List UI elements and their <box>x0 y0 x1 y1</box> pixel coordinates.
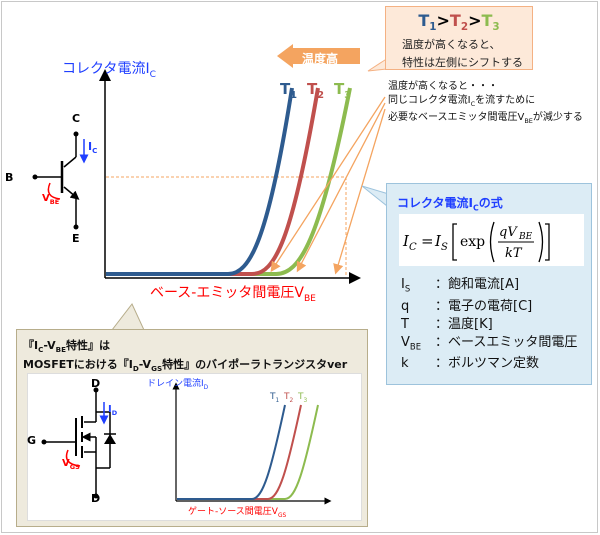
def-is: IS：飽和電流[A] <box>401 277 520 294</box>
mosfet-gate-label: G <box>27 434 37 447</box>
mosfet-source-label: D <box>91 492 101 505</box>
mosfet-drain-label: D <box>91 377 101 390</box>
note-arrow-1 <box>270 96 386 273</box>
small-curve-label-t2: T2 <box>284 392 294 404</box>
top-callout-line2: 特性は左側にシフトする <box>402 56 523 70</box>
main-y-axis-label: コレクタ電流IC <box>62 61 156 80</box>
mosfet-comparison-text: 『IC-VBE特性』は MOSFETにおける『ID-VGS特性』のバイポーラトラ… <box>23 338 367 376</box>
svg-text:S: S <box>441 242 448 253</box>
note-arrow-3 <box>333 108 386 275</box>
bjt-vbe-label: VBE <box>42 193 60 206</box>
small-curve-label-t3: T3 <box>298 392 308 404</box>
top-callout-line1: 温度が高くなると、 <box>402 38 501 52</box>
curve-label-t3: T3 <box>334 80 352 101</box>
mosfet-vgs-label: VGS <box>62 458 80 471</box>
temp-arrow <box>277 44 360 68</box>
def-k: k：ボルツマン定数 <box>401 356 540 372</box>
formula-equation: I C = I S exp qV BE kT <box>399 214 584 266</box>
svg-text:C: C <box>409 242 417 253</box>
shift-note-line1: 温度が高くなると・・・ <box>388 81 498 92</box>
bjt-emitter-label: E <box>72 232 80 245</box>
formula-box-title: コレクタ電流ICの式 <box>397 196 503 213</box>
small-curve-label-t1: T1 <box>270 392 280 404</box>
bjt-ic-label: IC <box>88 140 98 156</box>
note-arrow-2 <box>296 102 386 273</box>
main-x-axis-label: ベース-エミッタ間電圧VBE <box>150 285 316 304</box>
bjt-base-label: B <box>5 171 14 184</box>
top-callout: T1>T2>T3 温度が高くなると、 特性は左側にシフトする <box>385 6 533 70</box>
shift-note-line3: 必要なベースエミッタ間電圧VBEが減少する <box>388 112 583 125</box>
small-curve-t1 <box>177 404 286 500</box>
svg-text:I: I <box>402 232 410 250</box>
curve-t2 <box>106 87 320 276</box>
small-y-axis-label: ドレイン電流ID <box>147 379 209 391</box>
bjt-collector-label: C <box>72 112 81 125</box>
small-curve-t2 <box>177 404 302 500</box>
shift-note-line2: 同じコレクタ電流ICを流すために <box>388 95 536 108</box>
svg-text:I: I <box>434 232 442 250</box>
curve-label-t2: T2 <box>307 80 325 101</box>
mosfet-id-label: ID <box>108 404 118 417</box>
svg-text:qV: qV <box>499 225 518 240</box>
temp-arrow-label: 温度高 <box>302 52 339 66</box>
formula-definitions: IS：飽和電流[A] q：電子の電荷[C] T：温度[K] VBE：ベースエミッ… <box>401 276 577 373</box>
mosfet-comparison-line2: MOSFETにおける『ID-VGS特性』のバイポーラトランジスタver <box>23 358 348 374</box>
svg-text:kT: kT <box>505 246 523 261</box>
curve-label-t1: T1 <box>280 80 298 101</box>
temperature-order: T1>T2>T3 <box>418 11 500 34</box>
mosfet-symbol <box>41 387 116 499</box>
def-vbe: VBE：ベースエミッタ間電圧 <box>401 334 578 352</box>
svg-text:exp: exp <box>460 234 485 250</box>
small-x-axis-label: ゲート-ソース間電圧VGS <box>188 507 287 519</box>
curve-t3 <box>106 87 352 276</box>
small-curve-t3 <box>177 404 319 500</box>
def-q: q：電子の電荷[C] <box>401 298 533 314</box>
svg-text:BE: BE <box>518 232 533 242</box>
svg-text:=: = <box>421 232 434 250</box>
def-t: T：温度[K] <box>401 316 493 332</box>
curve-t1 <box>106 87 294 276</box>
mosfet-comparison-line1: 『IC-VBE特性』は <box>23 339 110 355</box>
formula-box: コレクタ電流ICの式 I C = I S exp qV BE kT IS：飽和電… <box>386 183 592 385</box>
bjt-symbol <box>32 131 89 230</box>
shift-note: 温度が高くなると・・・ 同じコレクタ電流ICを流すために 必要なベースエミッタ間… <box>388 80 583 128</box>
